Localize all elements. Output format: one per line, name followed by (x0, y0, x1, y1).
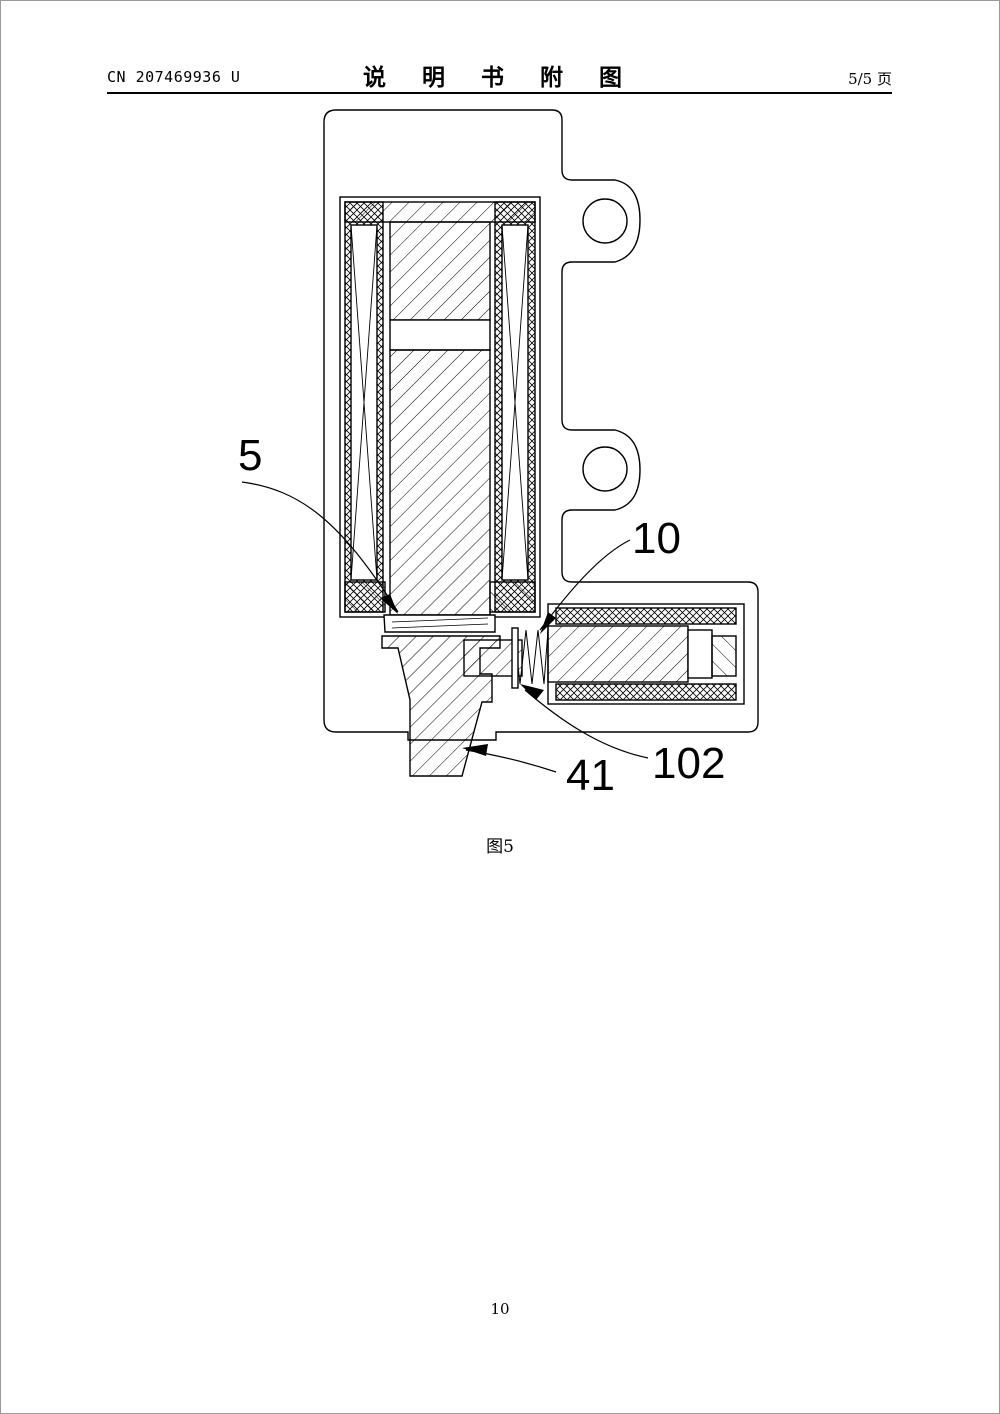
page-count: 5/5 页 (848, 70, 892, 88)
arrowhead-5 (380, 594, 398, 614)
fixed-core (389, 221, 491, 321)
callout-41: 41 (566, 751, 615, 800)
mounting-hole-top (582, 198, 628, 244)
lock-bolt (383, 614, 496, 633)
leader-5 (241, 481, 399, 613)
page-number: 10 (490, 1300, 510, 1318)
mounting-hole-middle (582, 446, 628, 492)
header-title: 说 明 书 附 图 (362, 65, 637, 91)
callout-10: 10 (632, 514, 681, 563)
page-header: CN 207469936 U 说 明 书 附 图 5/5 页 (107, 56, 892, 94)
header-rule (107, 92, 892, 94)
arrowhead-41 (462, 744, 488, 756)
arrowhead-10 (540, 612, 556, 634)
callout-5: 5 (238, 431, 262, 480)
arrowhead-102 (520, 684, 544, 700)
publication-number: CN 207469936 U (107, 68, 241, 86)
housing-outline (323, 109, 759, 741)
figure-caption: 图5 (486, 837, 514, 857)
leader-102 (524, 689, 649, 759)
callout-102: 102 (652, 739, 725, 788)
secondary-plunger (547, 625, 689, 683)
plunger (389, 349, 491, 616)
